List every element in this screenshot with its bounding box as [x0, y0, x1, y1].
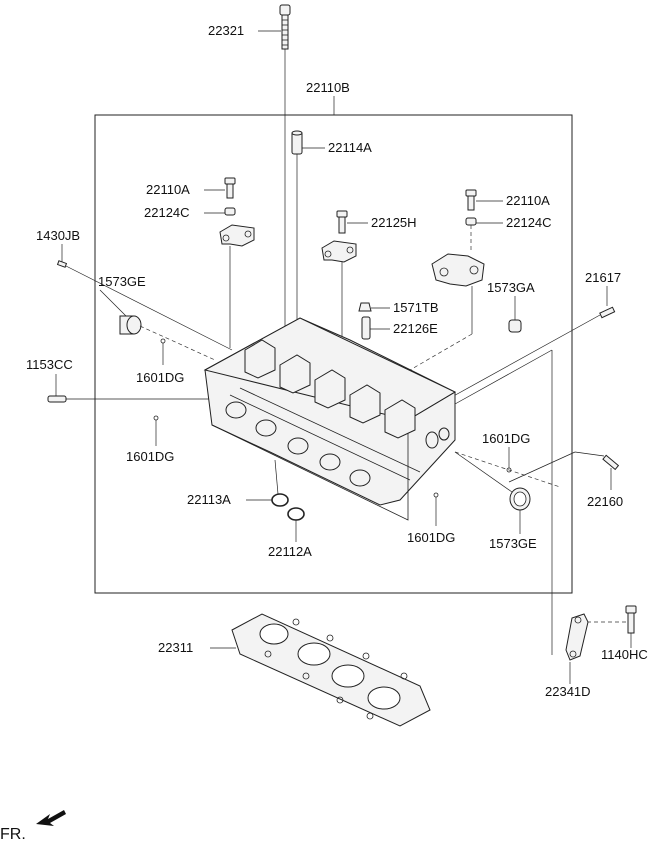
label-22124C-right: 22124C [506, 215, 552, 230]
label-22114A: 22114A [328, 140, 372, 155]
label-1601DG-1: 1601DG [136, 370, 185, 385]
plug-1573GA [508, 319, 522, 333]
head-bolt-22321 [279, 4, 291, 50]
assembly-boundary-box [94, 114, 573, 594]
label-22160: 22160 [587, 494, 624, 509]
label-1571TB: 1571TB [393, 300, 439, 315]
cylinder-head [203, 317, 457, 521]
leader-1573GE-top [99, 289, 127, 317]
label-1601DG-3: 1601DG [482, 431, 531, 446]
axis-22113A [274, 459, 279, 495]
front-bearing-cap [431, 253, 485, 287]
front-direction-label: FR. [0, 826, 26, 843]
label-1573GE-top: 1573GE [98, 274, 146, 289]
bolt-22110A-right [465, 189, 477, 211]
label-1573GE-bottom: 1573GE [489, 536, 537, 551]
label-1601DG-2: 1601DG [126, 449, 175, 464]
label-1153CC: 1153CC [26, 357, 73, 372]
leader-22341D-long [454, 349, 553, 405]
bolt-1140HC [625, 605, 637, 634]
label-1430JB: 1430JB [36, 228, 81, 243]
pin-22126E [361, 316, 371, 340]
label-21617: 21617 [585, 270, 622, 285]
bolt-22125H [336, 210, 348, 234]
seal-ring-22112A [287, 507, 305, 521]
front-direction-arrow-icon [36, 810, 66, 826]
axis-1573GE-bottom [454, 451, 513, 493]
label-22341D: 22341D [545, 684, 591, 699]
label-22126E: 22126E [393, 321, 438, 336]
label-22124C-left: 22124C [144, 205, 190, 220]
label-22112A: 22112A [268, 544, 312, 559]
label-1601DG-4: 1601DG [407, 530, 456, 545]
label-22110A-right: 22110A [506, 193, 550, 208]
axis-1430JB [65, 265, 233, 351]
label-22113A: 22113A [187, 492, 231, 507]
bolt-22110A-left [224, 177, 236, 199]
pin-1430JB [56, 260, 68, 268]
washer-22124C-right [465, 217, 477, 226]
label-22110B: 22110B [306, 80, 350, 95]
valve-guide-22114A [291, 130, 303, 155]
dot-1601DG-1 [160, 338, 166, 344]
label-22125H: 22125H [371, 215, 417, 230]
plug-1571TB [358, 302, 372, 312]
dot-1601DG-2 [153, 415, 159, 421]
axis-1601DG-right [454, 451, 561, 488]
axis-22160-b [508, 451, 576, 483]
plug-1153CC [47, 395, 67, 403]
axis-front-cap-2 [409, 333, 473, 371]
label-1140HC: 1140HC [601, 647, 648, 662]
seal-1573GE-bottom [509, 487, 531, 511]
plug-1573GE-top [119, 315, 142, 335]
bearing-cap-middle [321, 240, 357, 263]
axis-22160 [574, 451, 605, 457]
label-22110A-left: 22110A [146, 182, 190, 197]
label-1573GA: 1573GA [487, 280, 535, 295]
pin-22160 [602, 454, 620, 471]
axis-21617 [449, 314, 601, 399]
axis-1573GE-top [139, 325, 216, 361]
seal-ring-22113A [271, 493, 289, 507]
bracket-22341D [565, 613, 589, 661]
label-22321: 22321 [208, 23, 245, 38]
dot-1601DG-4 [433, 492, 439, 498]
head-gasket-22311 [231, 613, 431, 727]
bearing-cap-left [219, 224, 255, 247]
label-22311: 22311 [158, 640, 194, 655]
washer-22124C-left [224, 207, 236, 216]
pin-21617 [599, 306, 616, 319]
